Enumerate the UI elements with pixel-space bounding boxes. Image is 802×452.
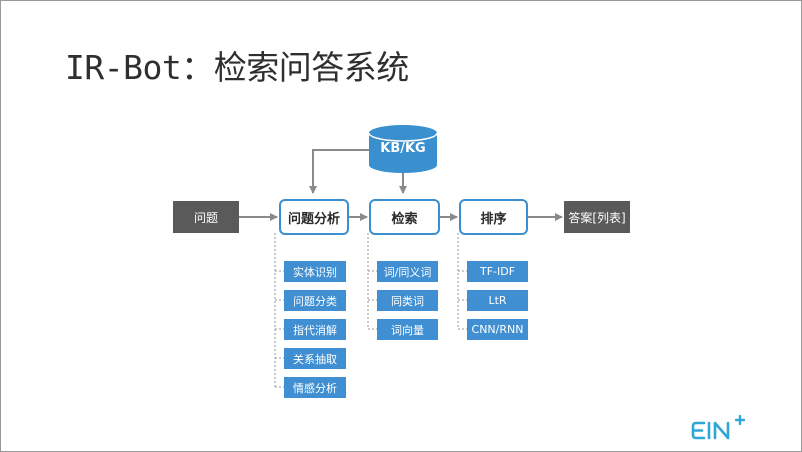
arrow-kb-to-analysis xyxy=(309,149,369,194)
subtask-question-classification: 问题分类 xyxy=(284,290,346,311)
subtask-relation-extraction: 关系抽取 xyxy=(284,348,346,369)
stage-retrieval: 检索 xyxy=(369,199,440,235)
subtask-cnn-rnn: CNN/RNN xyxy=(467,319,528,340)
slide-title: IR-Bot：检索问答系统 xyxy=(65,48,409,87)
stage-question-analysis: 问题分析 xyxy=(279,199,349,235)
subtask-word-vector: 词向量 xyxy=(377,319,438,340)
input-node-question: 问题 xyxy=(173,201,239,233)
stage-ranking: 排序 xyxy=(459,199,528,235)
subtask-tf-idf: TF-IDF xyxy=(467,261,528,282)
knowledge-base-label: KB/KG xyxy=(380,141,426,156)
subtask-similar-words: 同类词 xyxy=(377,290,438,311)
output-node-answer-list: 答案[列表] xyxy=(564,201,630,233)
subtask-sentiment-analysis: 情感分析 xyxy=(284,377,346,398)
subtask-word-synonym: 词/同义词 xyxy=(377,261,438,282)
subtask-connectors-ranking xyxy=(457,233,467,330)
ein-logo xyxy=(691,415,746,440)
database-icon xyxy=(369,125,437,173)
subtask-ltr: LtR xyxy=(467,290,528,311)
subtask-entity-recognition: 实体识别 xyxy=(284,261,346,282)
subtask-connectors-retrieval xyxy=(367,233,377,330)
subtask-connectors-analysis xyxy=(274,233,284,388)
subtask-coreference-resolution: 指代消解 xyxy=(284,319,346,340)
